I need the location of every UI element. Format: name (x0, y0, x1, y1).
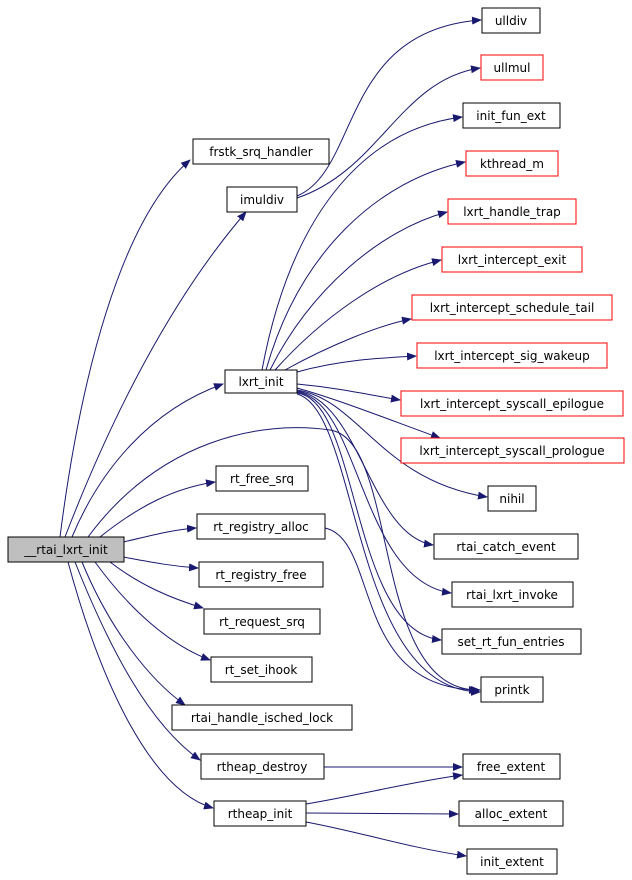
edge-lxrt-init-to-set-rt-fun-entries (296, 392, 442, 643)
edge-rtheap-init-to-init-extent (305, 821, 467, 859)
edge-root-to-printk (87, 427, 479, 694)
svg-text:rt_registry_free: rt_registry_free (215, 568, 306, 582)
node-rt-free-srq[interactable]: rt_free_srq (215, 465, 309, 492)
node-rt-set-ihook[interactable]: rt_set_ihook (210, 656, 313, 683)
edge-lxrt-init-to-lxrt-intercept-exit (274, 258, 442, 371)
edge-imuldiv-to-ullmul (296, 65, 481, 199)
edge-root-to-rt-set-ihook (94, 561, 211, 661)
edge-imuldiv-to-ulldiv (296, 16, 482, 197)
node-lxrt-intercept-syscall-prologue[interactable]: lxrt_intercept_syscall_prologue (400, 437, 625, 464)
svg-text:__rtai_lxrt_init: __rtai_lxrt_init (23, 543, 108, 557)
edge-lxrt-init-to-printk (296, 393, 481, 696)
svg-text:kthread_m: kthread_m (480, 157, 544, 171)
svg-text:nihil: nihil (499, 492, 524, 506)
edge-root-to-rt-registry-alloc (122, 524, 197, 543)
node-lxrt-handle-trap[interactable]: lxrt_handle_trap (447, 198, 577, 225)
edge-lxrt-init-to-lxrt-intercept-schedule-tail (284, 316, 412, 371)
edge-root-to-rt-request-srq (109, 561, 204, 610)
node-init-extent[interactable]: init_extent (466, 848, 558, 875)
svg-text:rt_free_srq: rt_free_srq (230, 472, 294, 486)
edge-rtheap-init-to-alloc-extent (305, 809, 459, 818)
edge-lxrt-init-to-lxrt-intercept-syscall-prologue (296, 387, 441, 439)
node-rtai-lxrt-invoke[interactable]: rtai_lxrt_invoke (451, 581, 574, 608)
edge-root-to-rt-free-srq (99, 479, 216, 538)
edge-root-to-rt-registry-free (122, 556, 199, 572)
edge-rtheap-init-to-free-extent (305, 772, 463, 805)
svg-text:lxrt_init: lxrt_init (238, 375, 283, 389)
svg-text:ulldiv: ulldiv (495, 14, 527, 28)
svg-text:set_rt_fun_entries: set_rt_fun_entries (457, 635, 564, 649)
edge-lxrt-init-to-lxrt-handle-trap (269, 210, 448, 371)
node-printk[interactable]: printk (480, 676, 544, 703)
node-rt-registry-alloc[interactable]: rt_registry_alloc (196, 513, 326, 540)
node-lxrt-intercept-exit[interactable]: lxrt_intercept_exit (441, 246, 583, 273)
edge-root-to-rtheap-init (67, 561, 214, 810)
node-rt-registry-free[interactable]: rt_registry_free (198, 561, 324, 588)
svg-text:rtai_catch_event: rtai_catch_event (456, 540, 556, 554)
edge-lxrt-init-to-lxrt-intercept-syscall-epilogue (296, 383, 401, 403)
svg-text:lxrt_intercept_schedule_tail: lxrt_intercept_schedule_tail (430, 301, 595, 315)
edge-lxrt-init-to-kthread-m (265, 159, 466, 371)
svg-text:lxrt_handle_trap: lxrt_handle_trap (463, 205, 561, 219)
svg-text:alloc_extent: alloc_extent (475, 807, 548, 821)
node-rt-request-srq[interactable]: rt_request_srq (203, 608, 321, 635)
node-kthread-m[interactable]: kthread_m (465, 150, 559, 177)
svg-text:rt_set_ihook: rt_set_ihook (225, 663, 298, 677)
node-lxrt-intercept-syscall-epilogue[interactable]: lxrt_intercept_syscall_epilogue (400, 390, 624, 417)
svg-text:imuldiv: imuldiv (240, 193, 284, 207)
node-rtai-handle-isched-lock[interactable]: rtai_handle_isched_lock (171, 704, 353, 731)
node-lxrt-init[interactable]: lxrt_init (224, 369, 298, 394)
svg-text:ullmul: ullmul (494, 61, 531, 75)
svg-text:lxrt_intercept_exit: lxrt_intercept_exit (458, 253, 567, 267)
node-init-fun-ext[interactable]: init_fun_ext (462, 102, 561, 129)
node-rtai-lxrt-init[interactable]: __rtai_lxrt_init (7, 536, 125, 563)
node-rtheap-destroy[interactable]: rtheap_destroy (200, 753, 325, 780)
svg-text:frstk_srq_handler: frstk_srq_handler (209, 145, 313, 159)
svg-text:rtheap_init: rtheap_init (228, 807, 293, 821)
edge-lxrt-init-to-rtai-catch-event (296, 390, 434, 548)
svg-text:rt_registry_alloc: rt_registry_alloc (213, 520, 309, 534)
svg-text:rtai_lxrt_invoke: rtai_lxrt_invoke (466, 588, 558, 602)
node-frstk-srq-handler[interactable]: frstk_srq_handler (192, 138, 330, 165)
edge-root-to-rtai-handle-isched-lock (81, 561, 186, 706)
edge-lxrt-init-to-lxrt-intercept-sig-wakeup (296, 352, 417, 373)
edge-root-to-imuldiv (64, 211, 247, 538)
svg-text:lxrt_intercept_sig_wakeup: lxrt_intercept_sig_wakeup (434, 349, 590, 363)
svg-text:lxrt_intercept_syscall_epilogu: lxrt_intercept_syscall_epilogue (420, 397, 604, 411)
svg-text:printk: printk (494, 683, 529, 697)
node-rtai-catch-event[interactable]: rtai_catch_event (433, 533, 579, 560)
svg-text:rtai_handle_isched_lock: rtai_handle_isched_lock (191, 711, 333, 725)
node-free-extent[interactable]: free_extent (462, 753, 561, 780)
edge-root-to-rtheap-destroy (74, 561, 201, 761)
svg-text:rtheap_destroy: rtheap_destroy (217, 760, 308, 774)
svg-text:rt_request_srq: rt_request_srq (219, 615, 305, 629)
node-ullmul[interactable]: ullmul (480, 54, 544, 81)
edge-lxrt-init-to-init-fun-ext (261, 114, 463, 371)
node-ulldiv[interactable]: ulldiv (481, 7, 541, 34)
edge-root-to-frstk-srq-handler (59, 159, 191, 538)
node-set-rt-fun-entries[interactable]: set_rt_fun_entries (441, 628, 582, 655)
svg-text:free_extent: free_extent (477, 760, 546, 774)
node-nihil[interactable]: nihil (487, 485, 537, 512)
svg-text:init_fun_ext: init_fun_ext (476, 109, 546, 123)
edge-rt-registry-alloc-to-printk (324, 527, 481, 694)
node-imuldiv[interactable]: imuldiv (226, 186, 298, 213)
node-lxrt-intercept-schedule-tail[interactable]: lxrt_intercept_schedule_tail (411, 294, 613, 321)
edge-lxrt-init-to-rtai-lxrt-invoke (296, 391, 452, 596)
edge-root-to-lxrt-init (71, 383, 224, 538)
svg-text:init_extent: init_extent (480, 855, 544, 869)
edge-lxrt-init-to-nihil (296, 389, 488, 500)
node-lxrt-intercept-sig-wakeup[interactable]: lxrt_intercept_sig_wakeup (416, 342, 608, 369)
node-rtheap-init[interactable]: rtheap_init (213, 800, 307, 827)
node-alloc-extent[interactable]: alloc_extent (458, 800, 564, 827)
svg-text:lxrt_intercept_syscall_prologu: lxrt_intercept_syscall_prologue (419, 444, 604, 458)
